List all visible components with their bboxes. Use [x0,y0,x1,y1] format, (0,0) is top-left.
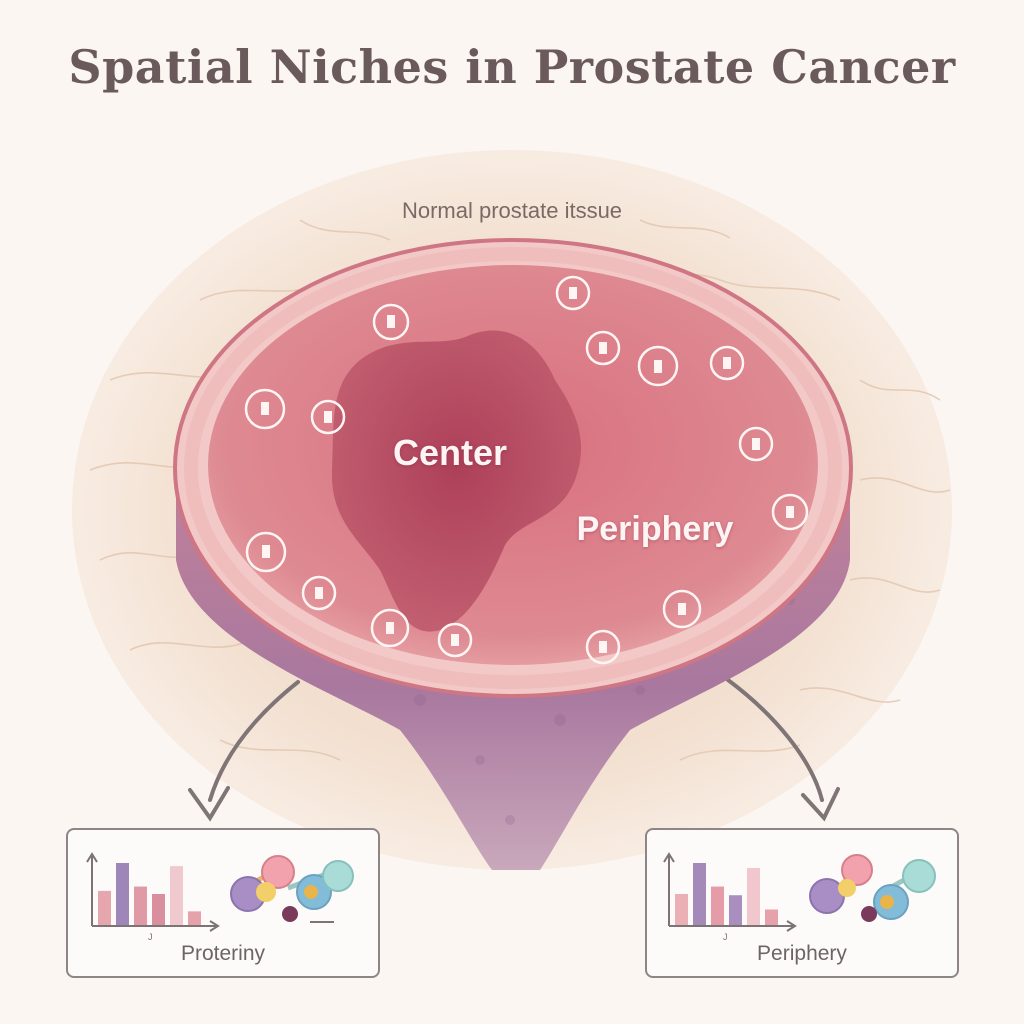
right-bar-3 [711,886,724,925]
left-bar-1 [98,890,111,925]
left-tick-label: J [148,932,153,942]
right-bar-2 [693,863,706,925]
cell-marker [709,345,745,381]
cell-marker [244,388,286,430]
right-panel-label: Periphery [757,942,847,965]
arrow-to-right-panel [726,678,840,822]
right-tick-label: J [723,932,728,942]
left-bar-4 [152,894,165,925]
cell-marker [437,622,473,658]
right-bar-axes [663,852,797,932]
tumor-core [331,330,582,632]
right-bar-chart [675,863,778,925]
cell-marker [370,608,410,648]
cell-marker [738,426,774,462]
normal-tissue-label: Normal prostate itssue [401,198,623,223]
left-panel-graphic: J [86,852,354,942]
cell-marker [301,575,337,611]
molecule-icon [838,879,856,897]
left-bar-chart [98,863,201,925]
right-bar-1 [675,894,688,925]
molecule-icon [322,860,354,892]
left-bar-axes [86,852,220,932]
molecule-icon [880,895,894,909]
cell-marker [372,303,410,341]
right-bar-5 [747,867,760,925]
arrow-to-left-panel [188,680,300,822]
molecule-icon [256,882,276,902]
left-bar-5 [170,866,183,925]
right-panel: J Periphery [645,828,959,978]
periphery-region-label: Periphery [576,510,734,548]
left-bar-2 [116,863,129,925]
right-molecule-cluster [809,854,936,922]
right-panel-graphic: J [663,852,936,942]
cell-marker [637,345,679,387]
left-panel-label: Proteriny [180,942,266,965]
right-bar-4 [729,895,742,925]
diagram-title: Spatial Niches in Prostate Cancer [68,40,956,94]
molecule-icon [282,906,298,922]
left-bar-3 [134,886,147,925]
right-bar-6 [765,909,778,925]
cell-markers [244,275,809,665]
periphery-band [184,247,842,689]
cell-marker [585,629,621,665]
cell-marker [555,275,591,311]
cell-marker [245,531,287,573]
molecule-icon [841,854,873,886]
center-region-label: Center [392,432,508,473]
molecule-icon [902,859,936,893]
left-molecule-cluster [230,855,354,923]
left-panel: J Proteriny [66,828,380,978]
molecule-icon [861,906,877,922]
cell-marker-cores [261,287,794,653]
cell-marker [585,330,621,366]
cell-marker [662,589,702,629]
cell-marker [771,493,809,531]
molecule-icon [304,885,318,899]
left-bar-6 [188,911,201,925]
molecule-icon [261,855,295,889]
cell-marker [310,399,346,435]
